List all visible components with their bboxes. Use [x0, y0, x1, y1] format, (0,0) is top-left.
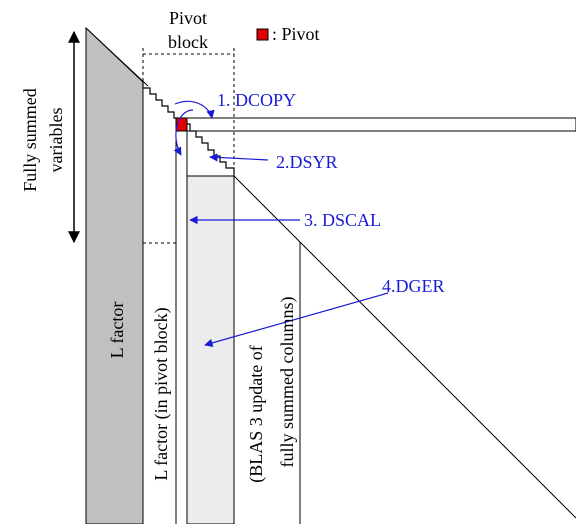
dger-arrow: [204, 292, 389, 347]
l-factor-pivot-label: L factor (in pivot block): [151, 307, 172, 480]
pivot-square: [175, 117, 188, 132]
dcopy-arrow-down: [173, 109, 194, 156]
pivot-block-label-2: block: [168, 32, 208, 52]
dsyr-arrow: [209, 153, 269, 162]
op-dger-label: 4.DGER: [382, 276, 445, 296]
blas3-label-1: (BLAS 3 update of: [246, 345, 267, 482]
op-dcopy-label: 1. DCOPY: [217, 90, 296, 110]
blas3-label-2: fully summed columns): [277, 297, 298, 468]
op-dsyr-label: 2.DSYR: [276, 152, 338, 172]
legend-pivot-swatch: [256, 28, 269, 41]
pivot-block-label-1: Pivot: [169, 8, 207, 28]
l-factor-column: [85, 26, 144, 524]
op-dscal-label: 3. DSCAL: [304, 210, 381, 230]
fully-summed-label-1: Fully summed: [20, 88, 40, 192]
fully-summed-label-2: variables: [46, 108, 66, 173]
triangle-diagonal: [233, 175, 576, 519]
legend-pivot-label: : Pivot: [272, 24, 320, 44]
blas3-update-region: [186, 175, 235, 524]
dcopy-arrow-right: [174, 100, 215, 119]
pivot-row: [186, 117, 576, 132]
l-factor-label: L factor: [107, 302, 127, 359]
